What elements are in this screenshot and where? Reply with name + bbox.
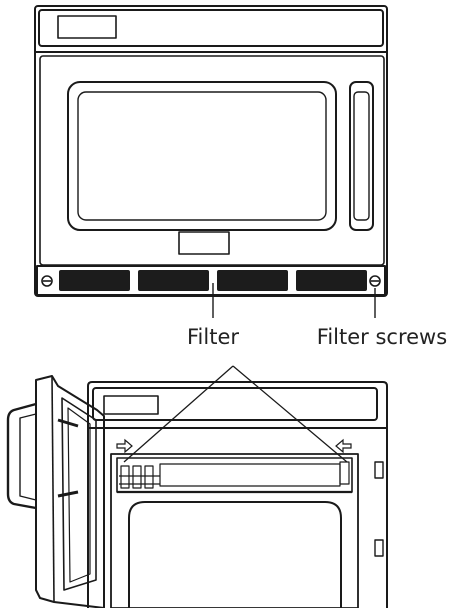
door-frame xyxy=(39,55,385,266)
cavity-window xyxy=(128,501,342,608)
latch-upper xyxy=(374,461,384,479)
cabinet-outline xyxy=(34,5,388,297)
door-window-inner xyxy=(77,91,327,221)
filter-screws-label: Filter screws xyxy=(317,325,447,349)
microwave-front-view xyxy=(34,5,388,297)
door-inner-window xyxy=(61,397,97,591)
screw-icon xyxy=(369,275,381,287)
bracket-pointers xyxy=(123,365,348,463)
vent-slot xyxy=(59,270,130,291)
filter-vents xyxy=(59,270,367,291)
display-window-open xyxy=(103,395,159,415)
door-outer-panel xyxy=(35,375,105,608)
door-inner-window-2 xyxy=(67,407,91,583)
hinge-arm xyxy=(57,490,79,498)
vent-slot xyxy=(138,270,209,291)
hinge-arm xyxy=(57,418,79,428)
filter-clip xyxy=(120,465,130,489)
door-handle-inner xyxy=(353,91,370,221)
display-window xyxy=(57,15,117,39)
filter-label: Filter xyxy=(187,325,239,349)
latch-lower xyxy=(374,539,384,557)
filter-cassette xyxy=(116,457,353,493)
door-window xyxy=(67,81,337,231)
vent-slot xyxy=(296,270,367,291)
door-edge xyxy=(51,375,55,603)
open-door xyxy=(6,375,105,608)
door-badge xyxy=(178,231,230,255)
vent-slot xyxy=(217,270,288,291)
arrow-right-icon xyxy=(116,438,133,454)
door-handle xyxy=(349,81,374,231)
filter-clip xyxy=(339,461,350,485)
filter-strip xyxy=(36,265,386,296)
microwave-open-view xyxy=(87,381,388,608)
filter-clip xyxy=(144,465,154,489)
door-opening xyxy=(110,453,359,608)
filter-cassette-inner xyxy=(159,463,341,487)
top-panel xyxy=(38,9,384,47)
screw-icon xyxy=(41,275,53,287)
top-panel-open xyxy=(92,387,378,421)
door-handle-open-inner xyxy=(19,413,37,501)
cabinet-body-outline xyxy=(87,381,388,608)
door-handle-open xyxy=(6,402,37,510)
arrow-left-icon xyxy=(335,438,352,454)
filter-clip xyxy=(132,465,142,489)
